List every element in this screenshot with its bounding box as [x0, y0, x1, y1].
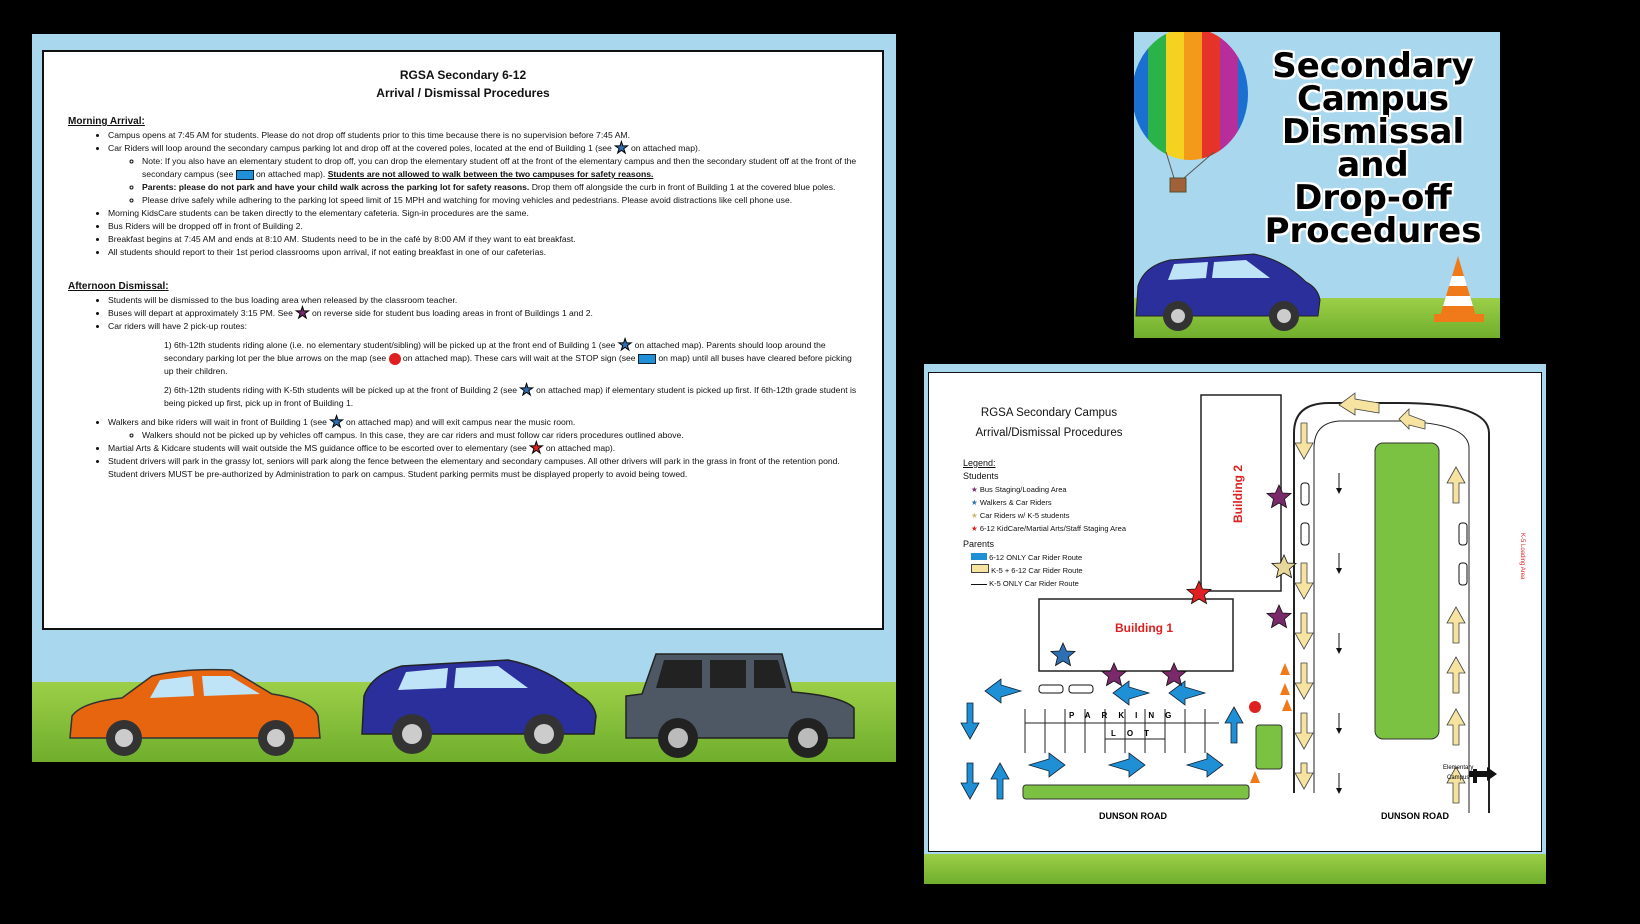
campus-map-card: RGSA Secondary Campus Arrival/Dismissal … — [924, 364, 1546, 884]
legend-item: ★ Car Riders w/ K-5 students — [971, 511, 1070, 520]
bus-star-icon: ★ — [971, 485, 978, 494]
line-arrow-icon — [971, 583, 987, 585]
legend-item: K-5 + 6-12 Car Rider Route — [963, 564, 1126, 577]
list-item: Student drivers will park in the grassy … — [108, 455, 858, 481]
list-item: Students will be dismissed to the bus lo… — [108, 294, 858, 307]
list-item: Martial Arts & Kidcare students will wai… — [108, 439, 858, 457]
walker-star-icon: ★ — [329, 413, 344, 431]
blue-arrow-icon — [637, 353, 656, 364]
legend-item: K-5 ONLY Car Rider Route — [963, 577, 1126, 590]
bus-star-icon — [1160, 662, 1188, 687]
stop-dot-icon — [1249, 701, 1261, 713]
procedures-document: RGSA Secondary 6-12 Arrival / Dismissal … — [42, 50, 884, 630]
legend-students-label: Students — [963, 471, 999, 481]
title-text: Secondary Campus Dismissal and Drop-off … — [1264, 46, 1483, 251]
bus-star-icon — [1265, 484, 1293, 509]
legend-label: Legend: — [963, 458, 996, 468]
green-lot — [1255, 724, 1283, 770]
list-item: Please drive safely while adhering to th… — [142, 194, 858, 207]
legend-item: ★ 6-12 KidCare/Martial Arts/Staff Stagin… — [971, 524, 1127, 533]
list-item: Note: If you also have an elementary stu… — [142, 155, 858, 181]
list-item: Bus Riders will be dropped off in front … — [108, 220, 858, 233]
traffic-cone-icon — [1434, 256, 1484, 322]
k5-loading-area-label: K-5 Loading Area — [1519, 533, 1525, 580]
legend-item: 6-12 ONLY Car Rider Route — [963, 551, 1126, 564]
doc-title-line1: RGSA Secondary 6-12 — [399, 68, 527, 82]
campus-map: RGSA Secondary Campus Arrival/Dismissal … — [928, 372, 1542, 852]
walker-star-icon: ★ — [971, 498, 978, 507]
building-2 — [1200, 394, 1282, 592]
list-item: Car Riders will loop around the secondar… — [108, 139, 858, 207]
green-lot — [1374, 442, 1440, 740]
list-item: All students should report to their 1st … — [108, 246, 858, 259]
procedures-document-panel: RGSA Secondary 6-12 Arrival / Dismissal … — [32, 34, 896, 762]
map-legend: Legend: Students ★ Bus Staging/Loading A… — [963, 457, 1126, 590]
parking-label: PARKING — [1069, 711, 1183, 720]
list-item: Walkers and bike riders will wait in fro… — [108, 413, 858, 442]
green-lot — [1022, 784, 1250, 800]
lot-label: LOT — [1111, 729, 1161, 738]
building-1 — [1038, 598, 1234, 672]
blue-car-icon — [1135, 253, 1321, 331]
blue-car-icon — [361, 659, 597, 754]
grass-strip — [924, 854, 1546, 884]
route-1: 1) 6th-12th students riding alone (i.e. … — [164, 336, 852, 376]
kidcare-star-icon — [1185, 580, 1213, 605]
map-title-line2: Arrival/Dismissal Procedures — [975, 427, 1123, 439]
walker-star-icon: ★ — [617, 336, 633, 354]
hot-air-balloon-icon — [1134, 32, 1248, 193]
yellow-arrow-icon — [971, 564, 989, 573]
afternoon-list: Students will be dismissed to the bus lo… — [68, 294, 858, 333]
bus-star-icon: ★ — [295, 304, 310, 322]
legend-item: ★ Walkers & Car Riders — [971, 498, 1052, 507]
blue-arrow-icon — [971, 553, 987, 560]
afternoon-list-2: Walkers and bike riders will wait in fro… — [68, 413, 858, 481]
kidcare-star-icon: ★ — [529, 439, 544, 457]
arrow-right-icon — [1469, 771, 1487, 777]
map-title-line1: RGSA Secondary Campus — [980, 407, 1118, 419]
building-2-label: Building 2 — [1231, 465, 1245, 523]
list-item: Parents: please do not park and have you… — [142, 181, 858, 194]
list-item: Car riders will have 2 pick-up routes: — [108, 320, 858, 333]
list-item: Morning KidsCare students can be taken d… — [108, 207, 858, 220]
legend-parents-label: Parents — [963, 539, 995, 549]
morning-list: Campus opens at 7:45 AM for students. Pl… — [68, 129, 858, 259]
morning-heading: Morning Arrival: — [68, 116, 145, 127]
list-item: Walkers should not be picked up by vehic… — [142, 429, 858, 442]
walker-star-icon: ★ — [614, 139, 629, 157]
bus-star-icon — [1265, 604, 1293, 629]
title-card: Secondary Campus Dismissal and Drop-off … — [1134, 32, 1500, 338]
list-item: Breakfast begins at 7:45 AM and ends at … — [108, 233, 858, 246]
blue-arrow-icon — [235, 169, 254, 180]
orange-car-icon — [69, 668, 321, 756]
k5-star-icon: ★ — [971, 511, 978, 520]
walker-star-icon: ★ — [519, 381, 534, 399]
map-drawing — [960, 392, 1497, 813]
building-1-label: Building 1 — [1115, 621, 1173, 635]
list-item: Buses will depart at approximately 3:15 … — [108, 304, 858, 322]
road-label-left: DUNSON ROAD — [1099, 811, 1168, 821]
list-item: Campus opens at 7:45 AM for students. Pl… — [108, 129, 858, 142]
cars-illustration — [69, 653, 855, 758]
kidcare-star-icon: ★ — [971, 524, 978, 533]
red-dot-icon — [388, 352, 401, 365]
k5-star-icon — [1270, 554, 1298, 579]
route-2: 2) 6th-12th students riding with K-5th s… — [164, 381, 857, 408]
gray-suv-icon — [625, 653, 855, 758]
legend-item: ★ Bus Staging/Loading Area — [971, 485, 1067, 494]
doc-title-line2: Arrival / Dismissal Procedures — [376, 86, 550, 100]
walker-star-icon — [1049, 642, 1077, 667]
bus-star-icon — [1100, 662, 1128, 687]
road-label-right: DUNSON ROAD — [1381, 811, 1450, 821]
afternoon-heading: Afternoon Dismissal: — [68, 281, 169, 292]
